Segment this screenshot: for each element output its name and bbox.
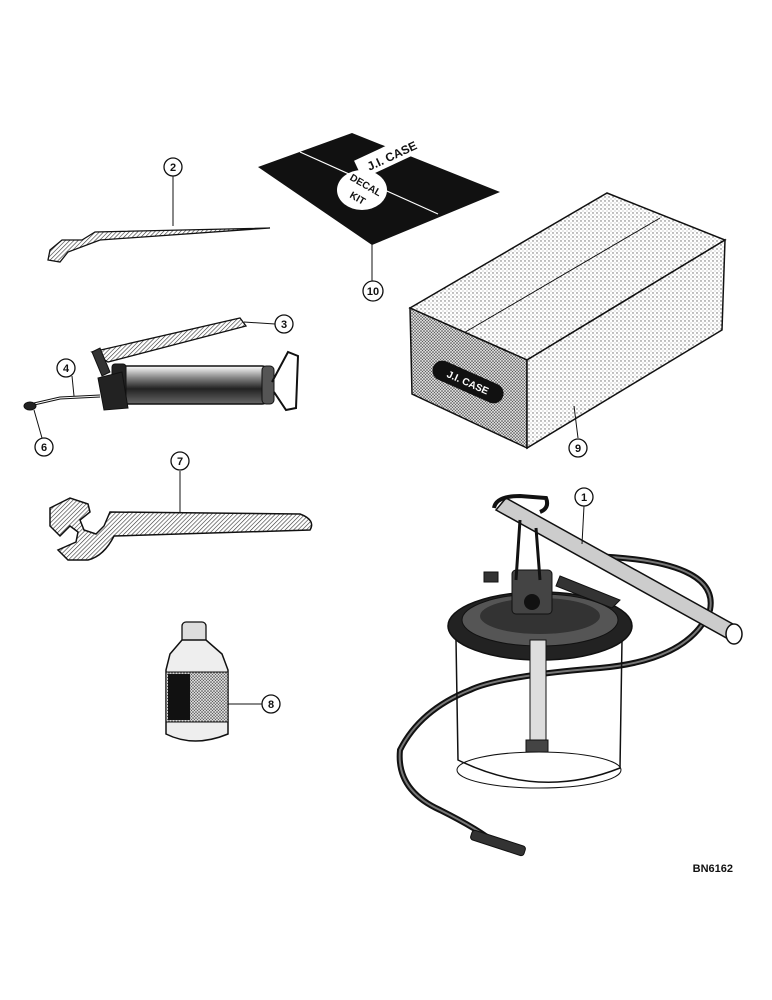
callout-4: 4 — [56, 358, 76, 378]
grease-pump — [396, 493, 743, 857]
callout-4-label: 4 — [63, 363, 70, 375]
callout-3-label: 3 — [281, 319, 287, 331]
callout-2-label: 2 — [170, 162, 176, 174]
callout-8: 8 — [261, 694, 281, 714]
callout-9-label: 9 — [575, 443, 581, 455]
callout-8-label: 8 — [268, 699, 274, 711]
wrench — [49, 497, 313, 561]
callout-9: 9 — [568, 438, 588, 458]
callout-lines — [33, 176, 585, 705]
callout-markers: 1 2 3 4 6 7 8 9 — [34, 157, 594, 714]
grease-gun — [23, 317, 300, 412]
callout-1: 1 — [574, 487, 594, 507]
callout-10: 10 — [362, 280, 384, 302]
decal-kit: J.I. CASE DECAL KIT — [258, 131, 500, 245]
callout-6-label: 6 — [41, 442, 47, 454]
punch-tool — [47, 227, 271, 263]
callout-3: 3 — [274, 314, 294, 334]
drawing-id-label: BN6162 — [693, 863, 733, 875]
tool-box: J.I. CASE — [408, 192, 727, 450]
callout-2: 2 — [163, 157, 183, 177]
callout-10-label: 10 — [367, 286, 379, 298]
oil-bottle — [165, 621, 229, 742]
callout-7-label: 7 — [177, 456, 183, 468]
callout-6: 6 — [34, 437, 54, 457]
callout-7: 7 — [170, 451, 190, 471]
callout-1-label: 1 — [581, 492, 587, 504]
